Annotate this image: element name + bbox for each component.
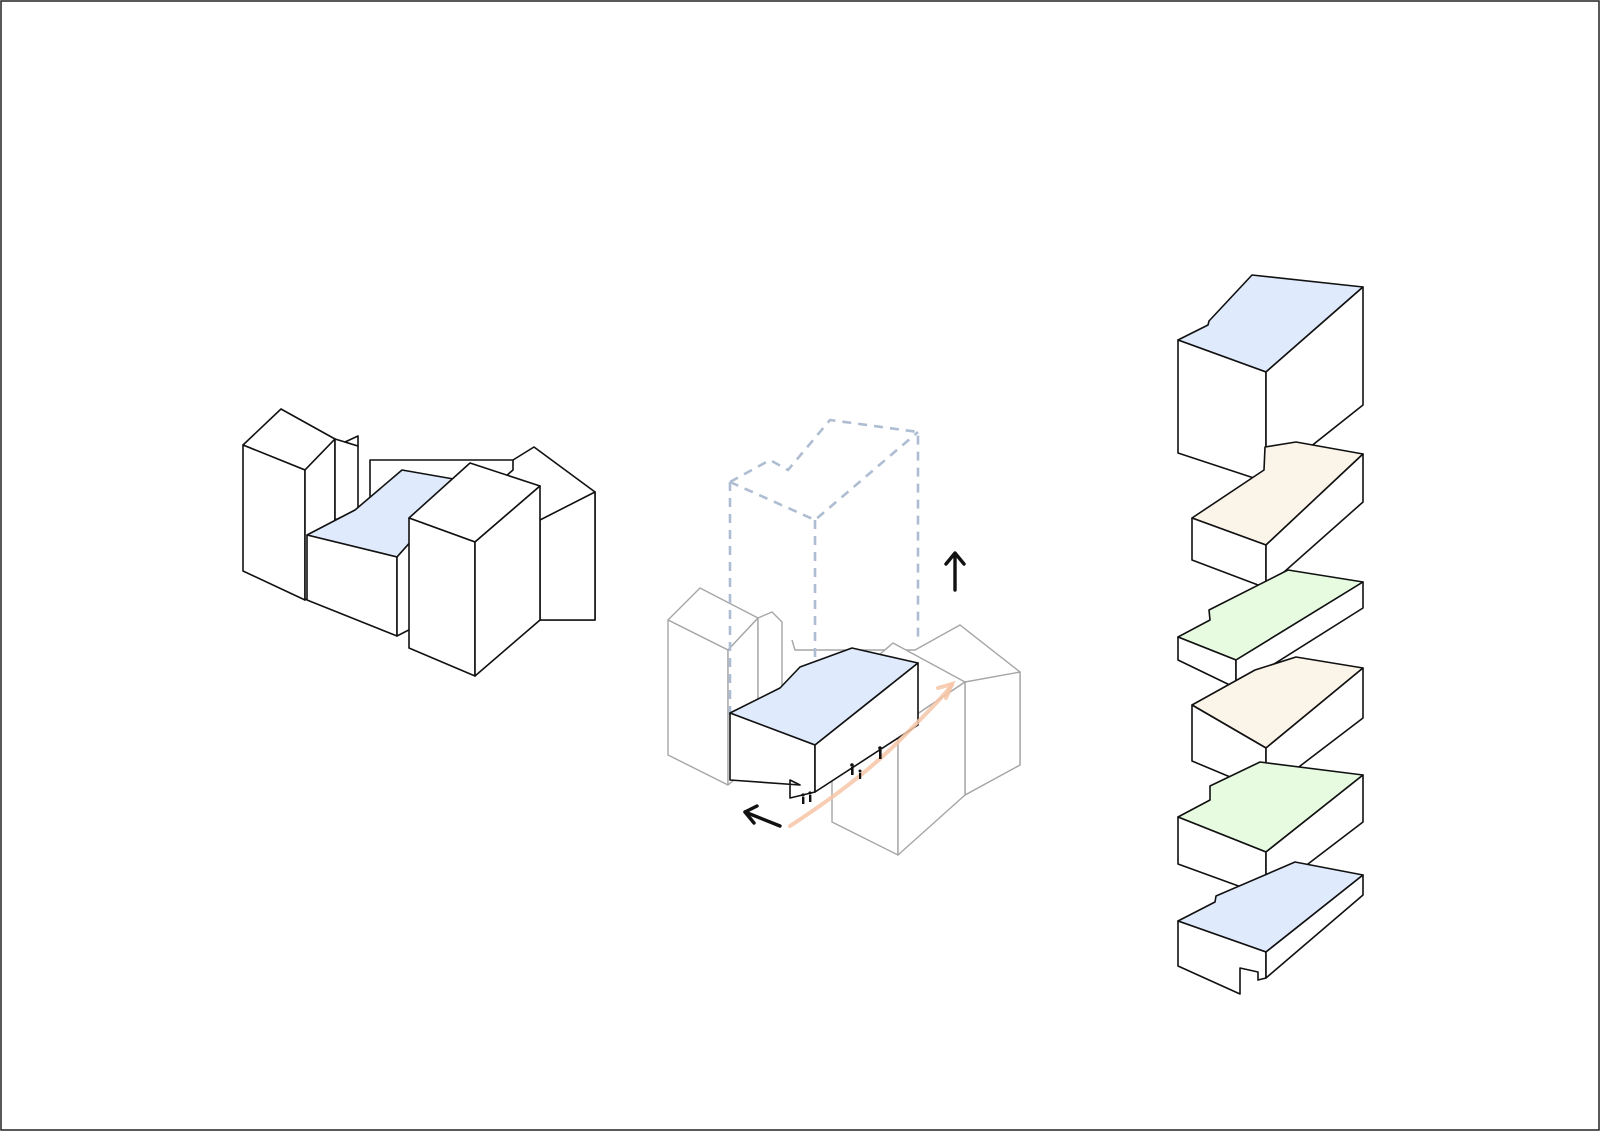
ghost-volume (728, 418, 920, 745)
circulation-path (788, 683, 954, 828)
intervention (667, 418, 1021, 856)
out-arrow (743, 804, 782, 828)
person-figure (878, 746, 882, 759)
block-front-large (408, 462, 541, 677)
person-figure (850, 763, 854, 775)
circulation-path-arrowhead (936, 680, 956, 700)
person-figure (808, 791, 812, 802)
stack-floor-blue-bottom (1177, 861, 1364, 995)
people-figures (801, 746, 882, 804)
person-figure (801, 793, 805, 804)
context-left (667, 587, 783, 786)
stack-floor-green-1 (1177, 569, 1364, 689)
existing-massing (242, 408, 596, 677)
block-fin (334, 435, 359, 521)
stack-block-top (1177, 274, 1364, 483)
exploded-stack (1177, 274, 1364, 995)
intervention-block (729, 647, 919, 799)
person-figure (858, 769, 862, 779)
up-arrow (944, 551, 966, 592)
